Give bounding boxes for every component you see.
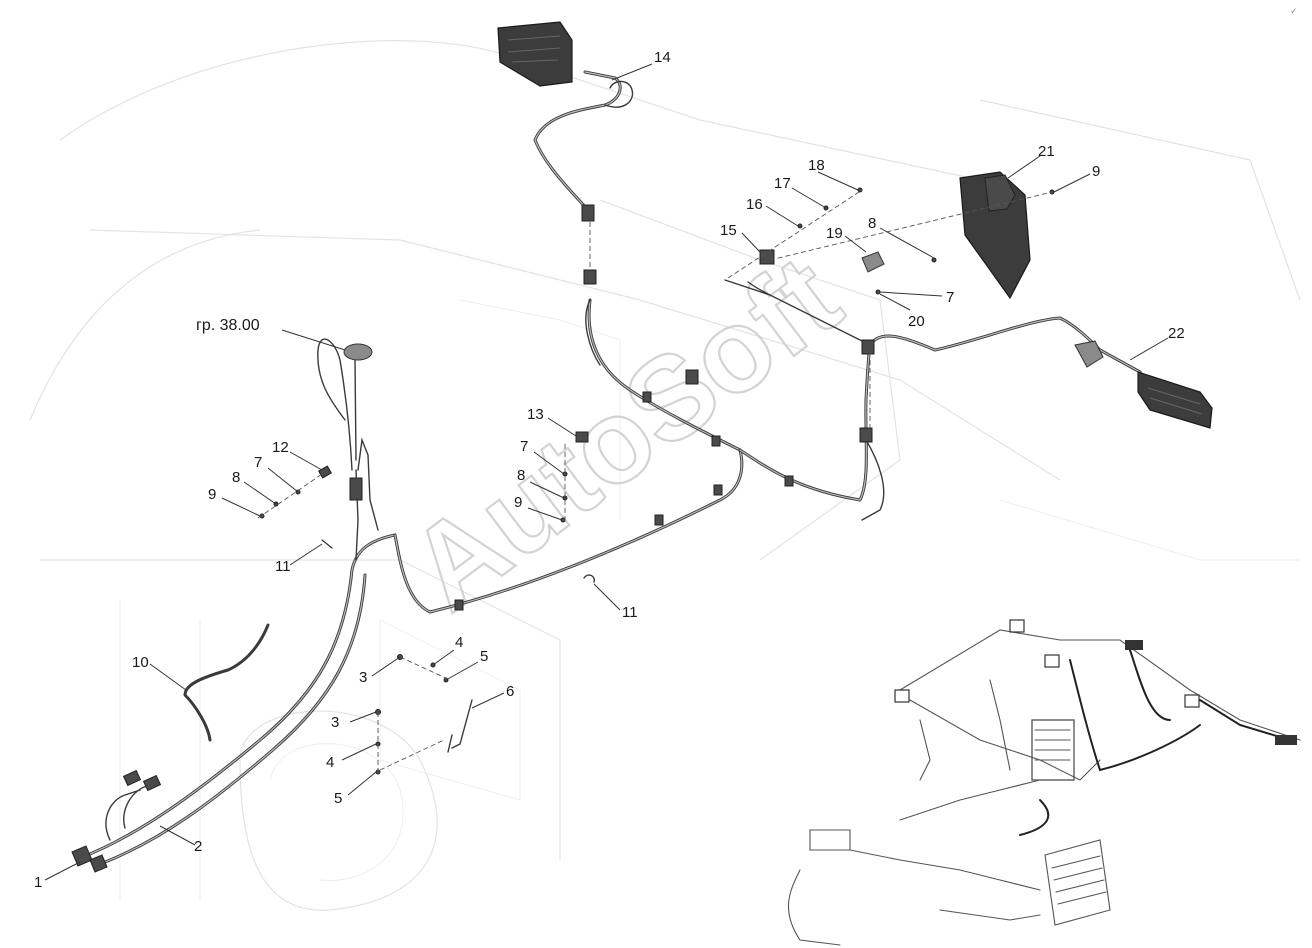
harness-clip (642, 391, 652, 403)
connector (859, 427, 873, 443)
assembly-lines (257, 189, 1053, 776)
corner-mark: ✓ (1290, 6, 1298, 16)
callout-1: 1 (34, 874, 42, 891)
callout-14: 14 (654, 49, 671, 66)
callout-3: 3 (331, 714, 339, 731)
work-lamp-14 (497, 21, 573, 87)
connector-1b (89, 854, 108, 873)
callout-16: 16 (746, 196, 763, 213)
callout-4: 4 (326, 754, 334, 771)
watermark-text: AutoSoft (386, 231, 863, 636)
callout-20: 20 (908, 313, 925, 330)
callout-7: 7 (254, 454, 262, 471)
callout-2: 2 (194, 838, 202, 855)
harness-clip (454, 599, 464, 611)
callout-15: 15 (720, 222, 737, 239)
callout-13: 13 (527, 406, 544, 423)
connector (861, 339, 875, 355)
plug-connector (142, 774, 162, 792)
callout-7: 7 (520, 438, 528, 455)
leader-lines (44, 63, 1169, 881)
connector-1 (71, 845, 93, 867)
sensor-connector (349, 477, 363, 501)
callout-5: 5 (480, 648, 488, 665)
lamp-bracket (1074, 340, 1104, 368)
harness-clip (713, 484, 723, 496)
callout-6: 6 (506, 683, 514, 700)
sensor-38-00 (343, 343, 373, 361)
callout-12: 12 (272, 439, 289, 456)
part-19 (861, 251, 885, 273)
callout-22: 22 (1168, 325, 1185, 342)
connector (685, 369, 699, 385)
work-lamp-22 (1137, 371, 1213, 429)
callout-19: 19 (826, 225, 843, 242)
callout-18: 18 (808, 157, 825, 174)
tie-11 (321, 539, 333, 549)
plug-connector (122, 769, 142, 787)
callout-7: 7 (946, 289, 954, 306)
callout-17: 17 (774, 175, 791, 192)
callout-9: 9 (514, 494, 522, 511)
callout-5: 5 (334, 790, 342, 807)
callout-21: 21 (1038, 143, 1055, 160)
connector (581, 204, 595, 222)
callout-3: 3 (359, 669, 367, 686)
connector (583, 269, 597, 285)
callout-4: 4 (455, 634, 463, 651)
callout-11: 11 (622, 604, 638, 621)
group-reference-label: гр. 38.00 (196, 317, 260, 334)
harness-clip (711, 435, 721, 447)
callout-10: 10 (132, 654, 149, 671)
callout-8: 8 (868, 215, 876, 232)
callout-labels: 1 2 3 3 4 4 5 5 6 7 7 7 8 8 8 9 9 9 10 1… (34, 49, 1185, 891)
harness-clip (784, 475, 794, 487)
callout-9: 9 (1092, 163, 1100, 180)
main-wiring-harness (78, 70, 1142, 868)
inset-overview-drawing (787, 619, 1301, 946)
tie-11 (583, 574, 596, 583)
bracket-21 (959, 171, 1031, 300)
callout-11: 11 (275, 558, 291, 575)
harness-clip (654, 514, 664, 526)
connector-15 (759, 249, 775, 265)
callout-9: 9 (208, 486, 216, 503)
callout-8: 8 (517, 467, 525, 484)
part-13 (575, 431, 589, 443)
callout-8: 8 (232, 469, 240, 486)
